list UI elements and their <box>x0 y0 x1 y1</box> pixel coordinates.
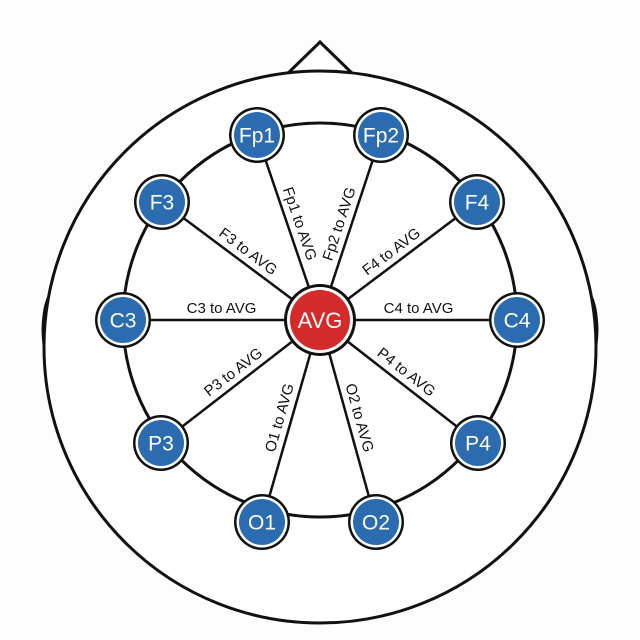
link-label-c4: C4 to AVG <box>384 300 454 317</box>
electrode-label: O1 <box>248 512 276 535</box>
reference-label: AVG <box>298 308 343 333</box>
electrode-label: F3 <box>150 192 175 215</box>
electrode-fp1[interactable]: Fp1 <box>229 107 285 163</box>
nose <box>281 39 359 80</box>
electrode-label: P4 <box>465 433 491 456</box>
electrode-label: Fp1 <box>239 125 275 148</box>
reference-node[interactable]: AVG <box>284 284 356 356</box>
electrode-fp2[interactable]: Fp2 <box>353 107 409 163</box>
electrode-o1[interactable]: O1 <box>234 494 290 550</box>
electrode-f3[interactable]: F3 <box>134 174 190 230</box>
electrode-p3[interactable]: P3 <box>133 415 189 471</box>
electrode-label: F4 <box>465 192 490 215</box>
electrode-c3[interactable]: C3 <box>95 292 151 348</box>
electrode-f4[interactable]: F4 <box>449 174 505 230</box>
electrode-o2[interactable]: O2 <box>348 494 404 550</box>
electrode-label: C4 <box>504 310 531 333</box>
electrode-label: Fp2 <box>363 125 399 148</box>
electrode-label: P3 <box>148 433 174 456</box>
electrode-label: O2 <box>362 512 390 535</box>
electrode-p4[interactable]: P4 <box>450 415 506 471</box>
link-label-c3: C3 to AVG <box>187 300 257 317</box>
electrode-label: C3 <box>110 310 137 333</box>
electrode-c4[interactable]: C4 <box>489 292 545 348</box>
